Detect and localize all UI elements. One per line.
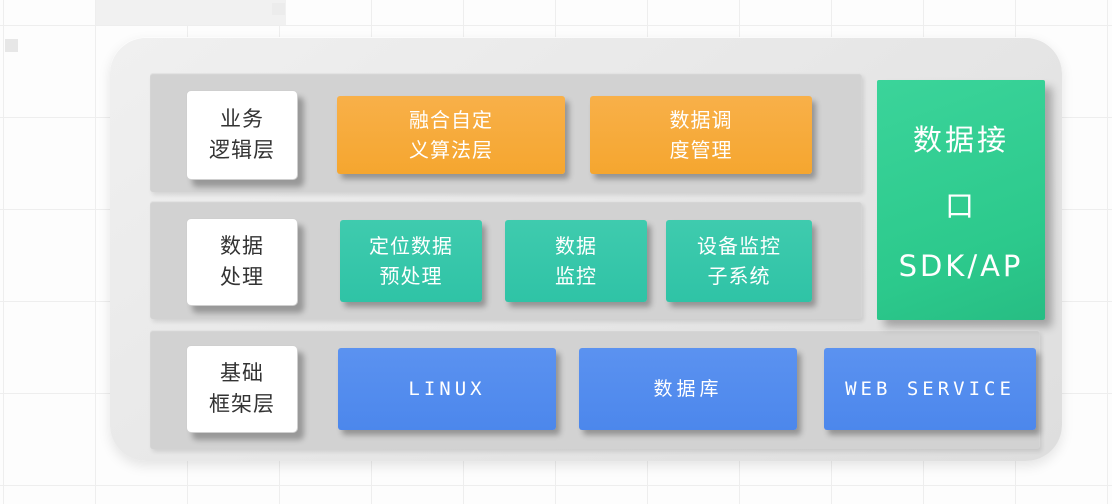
box-line: 度管理 <box>669 138 733 162</box>
box-data-interface-sdk: 数据接 口 SDK/AP <box>877 80 1045 320</box>
box-linux: LINUX <box>338 348 556 430</box>
box-fusion-custom-algorithm: 融合自定 义算法层 <box>337 96 565 174</box>
layer-label-framework: 基础 框架层 <box>186 345 298 433</box>
interface-line: 口 <box>944 189 977 223</box>
layer-label-data-processing: 数据 处理 <box>186 218 298 306</box>
box-line: 子系统 <box>707 264 771 288</box>
box-line: 数据调 <box>669 108 733 132</box>
grid-decoration <box>272 3 285 15</box>
box-positioning-data-preprocess: 定位数据 预处理 <box>340 220 482 302</box>
box-line: 数据库 <box>653 378 723 400</box>
layer-row-framework: 基础 框架层 LINUX 数据库 WEB SERVICE <box>150 330 1040 449</box>
label-line: 处理 <box>220 265 264 289</box>
box-line: 定位数据 <box>369 234 453 258</box>
box-line: 预处理 <box>379 264 443 288</box>
box-data-monitoring: 数据 监控 <box>505 220 647 302</box>
box-web-service: WEB SERVICE <box>824 348 1036 430</box>
layer-row-business-logic: 业务 逻辑层 融合自定 义算法层 数据调 度管理 <box>150 73 862 192</box>
box-line: WEB SERVICE <box>845 378 1015 400</box>
label-line: 框架层 <box>209 392 275 416</box>
label-line: 数据 <box>220 234 264 258</box>
box-line: 义算法层 <box>409 138 493 162</box>
box-line: LINUX <box>408 378 486 400</box>
box-database: 数据库 <box>579 348 797 430</box>
box-line: 数据 <box>555 234 597 258</box>
grid-decoration <box>96 0 286 25</box>
label-line: 业务 <box>220 107 264 131</box>
grid-decoration <box>5 39 18 52</box>
architecture-panel: 业务 逻辑层 融合自定 义算法层 数据调 度管理 数据 处理 定位数据 预处理 <box>110 37 1062 461</box>
box-device-monitoring-subsystem: 设备监控 子系统 <box>666 220 812 302</box>
box-line: 监控 <box>555 264 597 288</box>
box-line: 融合自定 <box>409 108 493 132</box>
interface-line: SDK/AP <box>898 249 1024 283</box>
label-line: 逻辑层 <box>209 138 275 162</box>
label-line: 基础 <box>220 361 264 385</box>
layer-row-data-processing: 数据 处理 定位数据 预处理 数据 监控 设备监控 子系统 <box>150 201 862 319</box>
interface-line: 数据接 <box>912 123 1009 157</box>
box-line: 设备监控 <box>697 234 781 258</box>
box-data-scheduling-management: 数据调 度管理 <box>590 96 812 174</box>
layer-label-business-logic: 业务 逻辑层 <box>186 90 298 180</box>
